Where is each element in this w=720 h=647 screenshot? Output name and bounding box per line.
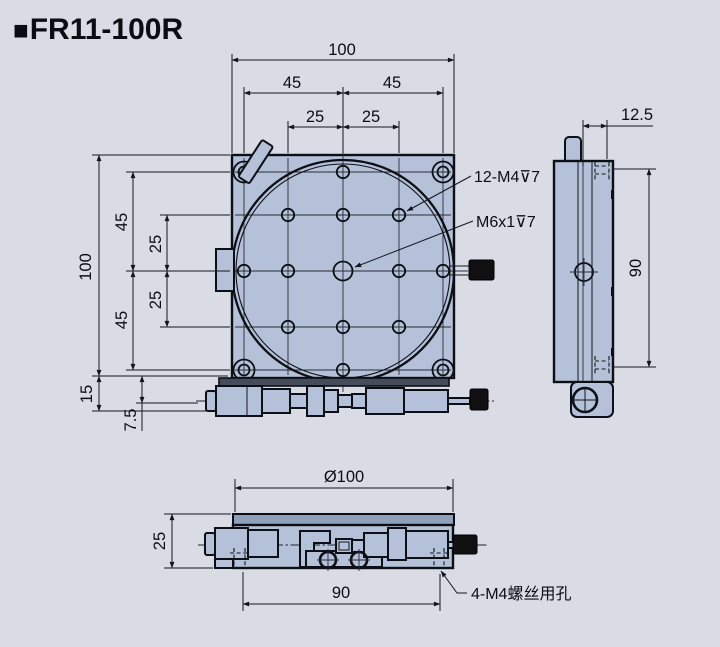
m4-hole: [280, 207, 296, 223]
lock-lever: [238, 139, 274, 184]
side-view: [552, 136, 615, 418]
m4-hole: [435, 263, 451, 279]
side-hole-top: [594, 162, 610, 180]
hidden-m4-hole-left: [230, 548, 249, 568]
m4-hole: [335, 362, 351, 378]
label-screw-holes: 4-M4螺丝用孔: [471, 585, 571, 603]
m4-hole: [236, 263, 252, 279]
m4-hole: [335, 207, 351, 223]
dim-12-5: 12.5: [621, 106, 653, 124]
dim-45-upper: 45: [113, 213, 131, 231]
m4-hole: [391, 207, 407, 223]
m4-mounting-holes: [236, 164, 451, 378]
dim-25-lower: 25: [147, 291, 165, 309]
dim-25-left: 25: [306, 108, 324, 126]
dim-90-bottom: 90: [332, 584, 350, 602]
micrometer-assembly: [205, 385, 489, 417]
dimensions: 100 45 45 25 25 100 45 2: [77, 41, 656, 611]
m4-hole: [391, 263, 407, 279]
side-hole-bottom: [594, 356, 610, 374]
side-body: [552, 159, 615, 384]
m4-hole: [335, 319, 351, 335]
side-center-hole: [570, 258, 598, 286]
dim-25-right: 25: [362, 108, 380, 126]
label-mount-holes: 12-M4⊽7: [474, 169, 540, 186]
title-bullet: ■: [13, 15, 29, 45]
m6-center-hole: [332, 260, 354, 282]
dim-25-bottom: 25: [151, 532, 169, 550]
corner-screws: [232, 160, 455, 382]
dim-45-left: 45: [283, 74, 301, 92]
dim-45-right: 45: [383, 74, 401, 92]
dim-100-top: 100: [328, 41, 356, 59]
label-center-hole: M6x1⊽7: [476, 214, 536, 231]
micrometer-knob-bottom: [452, 534, 478, 555]
m4-hole: [335, 164, 351, 180]
dim-diameter-100: Ø100: [324, 468, 364, 486]
m4-hole: [280, 319, 296, 335]
bottom-view: [198, 513, 488, 571]
adjust-knob: [468, 259, 495, 281]
dim-90-side: 90: [627, 259, 645, 277]
bottom-screw: [348, 549, 370, 571]
corner-screw: [431, 160, 455, 184]
page-title: ■ FR11-100R: [13, 13, 183, 47]
title-text: FR11-100R: [29, 13, 184, 46]
dim-bottom: Ø100 25 90: [151, 468, 454, 611]
m4-hole: [391, 319, 407, 335]
dim-25-upper: 25: [147, 235, 165, 253]
bottom-screw: [317, 549, 339, 571]
m4-hole: [280, 263, 296, 279]
bottom-plate-edge: [232, 513, 455, 526]
dim-15: 15: [78, 385, 96, 403]
dim-100-left: 100: [77, 253, 95, 281]
front-view: [196, 377, 494, 417]
dim-side: 12.5 90: [582, 106, 656, 368]
micrometer-assembly-bottom: [204, 527, 478, 571]
hidden-m4-hole-right: [430, 548, 448, 568]
micrometer-end-screw: [571, 386, 599, 414]
dim-45-lower: 45: [113, 311, 131, 329]
platform-underside: [218, 377, 450, 387]
micrometer-knob: [469, 388, 489, 411]
fine-adjust-shaft: [449, 259, 495, 281]
dim-top-width: 100 45 45 25 25: [231, 41, 455, 153]
top-view: [208, 88, 495, 392]
annotations: 12-M4⊽7 M6x1⊽7 4-M4螺丝用孔: [354, 169, 571, 603]
dim-7-5: 7.5: [122, 409, 140, 432]
side-lock-knob: [215, 248, 235, 292]
dim-left-height: 100 45 25 25 45 15 7.5: [77, 154, 230, 432]
